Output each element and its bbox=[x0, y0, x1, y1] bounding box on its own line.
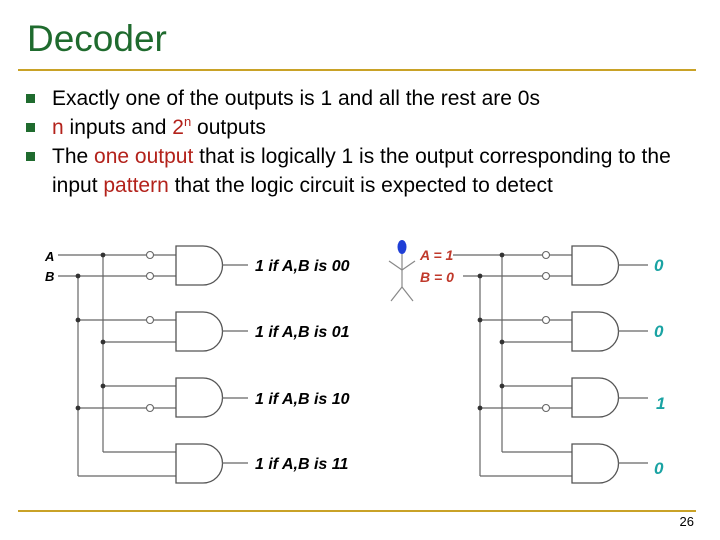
junction-dot bbox=[100, 252, 106, 258]
junction-dot bbox=[477, 273, 483, 279]
and-gate bbox=[175, 377, 224, 418]
footer-divider bbox=[18, 510, 696, 512]
wire bbox=[401, 286, 414, 302]
bullet-list: Exactly one of the outputs is 1 and all … bbox=[26, 84, 696, 200]
input-b-label: B bbox=[45, 269, 54, 284]
stick-figure-icon bbox=[388, 240, 416, 302]
wire bbox=[390, 286, 403, 302]
highlight-one-output: one output bbox=[94, 145, 194, 168]
output-value-0: 0 bbox=[654, 256, 664, 275]
slide-title: Decoder bbox=[27, 18, 167, 59]
bullet-text: that the logic circuit is expected to de… bbox=[168, 174, 553, 197]
highlight-n: n bbox=[52, 116, 64, 139]
bullet-text: Exactly one of the outputs is 1 and all … bbox=[52, 87, 540, 110]
left-decoder: A B bbox=[44, 245, 350, 484]
highlight-exponent: n bbox=[183, 114, 192, 129]
and-gate bbox=[571, 245, 620, 286]
junction-dot bbox=[499, 252, 505, 258]
output-label-11: 1 if A,B is 11 bbox=[255, 456, 348, 473]
output-label-10: 1 if A,B is 10 bbox=[255, 391, 350, 408]
input-a-label: A bbox=[44, 249, 54, 264]
junction-dot bbox=[499, 339, 505, 345]
and-gate bbox=[175, 245, 224, 286]
square-bullet-icon bbox=[26, 94, 35, 103]
junction-dot bbox=[100, 339, 106, 345]
bullet-text: inputs and bbox=[63, 116, 173, 139]
and-gate bbox=[571, 443, 620, 484]
bullet-text: outputs bbox=[191, 116, 266, 139]
junction-dot bbox=[100, 383, 106, 389]
junction-dot bbox=[75, 317, 81, 323]
output-value-1: 0 bbox=[654, 322, 664, 341]
bullet-item-3: The one output that is logically 1 is th… bbox=[26, 142, 696, 200]
wire bbox=[388, 260, 403, 271]
square-bullet-icon bbox=[26, 152, 35, 161]
bullet-text: The bbox=[52, 145, 95, 168]
inverter-bubble bbox=[541, 271, 551, 281]
square-bullet-icon bbox=[26, 123, 35, 132]
junction-dot bbox=[75, 273, 81, 279]
and-gate bbox=[175, 311, 224, 352]
inverter-bubble bbox=[541, 250, 551, 260]
and-gate bbox=[175, 443, 224, 484]
assignment-b: B = 0 bbox=[420, 269, 454, 285]
and-gate bbox=[571, 377, 620, 418]
inverter-bubble bbox=[145, 271, 155, 281]
inverter-bubble bbox=[541, 403, 551, 413]
and-gate bbox=[571, 311, 620, 352]
output-label-00: 1 if A,B is 00 bbox=[255, 258, 350, 275]
assignment-a: A = 1 bbox=[419, 247, 454, 263]
wire bbox=[401, 260, 416, 271]
inverter-bubble bbox=[145, 250, 155, 260]
inverter-bubble bbox=[145, 315, 155, 325]
output-value-3: 0 bbox=[654, 459, 664, 478]
output-label-01: 1 if A,B is 01 bbox=[255, 324, 350, 341]
junction-dot bbox=[75, 405, 81, 411]
page-number: 26 bbox=[679, 514, 694, 529]
figure-head bbox=[397, 240, 407, 254]
inverter-bubble bbox=[541, 315, 551, 325]
bullet-item-1: Exactly one of the outputs is 1 and all … bbox=[26, 84, 696, 113]
bullet-item-2: n inputs and 2n outputs bbox=[26, 113, 696, 142]
inverter-bubble bbox=[145, 403, 155, 413]
bullet-text: that is logically 1 is the output corres… bbox=[52, 145, 671, 197]
title-divider bbox=[18, 69, 696, 71]
output-value-2: 1 bbox=[656, 394, 665, 413]
highlight-pattern: pattern bbox=[103, 174, 169, 197]
right-decoder: 0 0 1 0 bbox=[453, 245, 665, 484]
junction-dot bbox=[477, 405, 483, 411]
junction-dot bbox=[499, 383, 505, 389]
junction-dot bbox=[477, 317, 483, 323]
highlight-two: 2 bbox=[172, 116, 184, 139]
